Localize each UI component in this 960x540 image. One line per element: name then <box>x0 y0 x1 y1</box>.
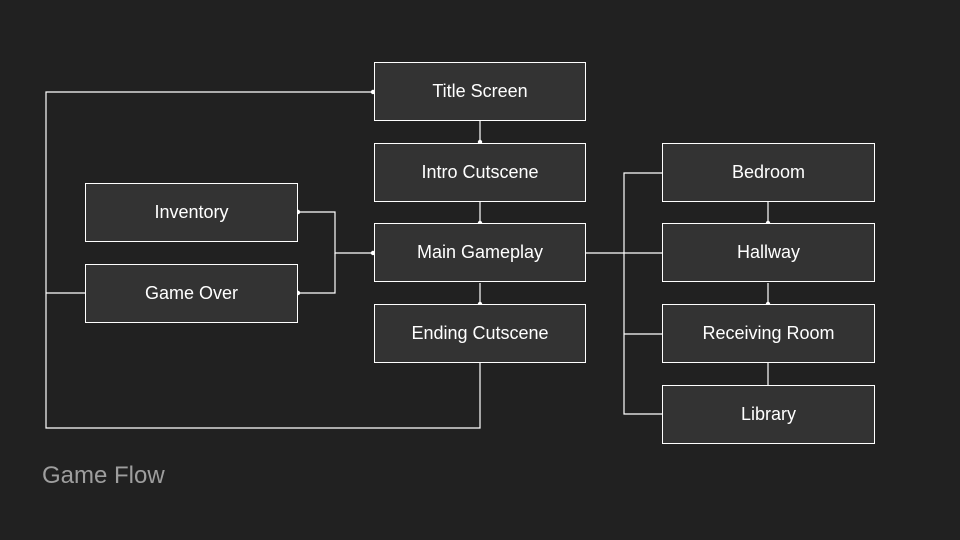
node-ending-cutscene[interactable]: Ending Cutscene <box>374 304 586 363</box>
node-label: Ending Cutscene <box>411 323 549 343</box>
node-hallway[interactable]: Hallway <box>662 223 875 282</box>
node-main-gameplay[interactable]: Main Gameplay <box>374 223 586 282</box>
node-label: Bedroom <box>731 162 806 182</box>
edge-rooms-bus <box>623 172 662 415</box>
edge-main-to-inventory <box>298 211 373 254</box>
node-bedroom[interactable]: Bedroom <box>662 143 875 202</box>
node-library[interactable]: Library <box>662 385 875 444</box>
node-label: Receiving Room <box>702 323 835 343</box>
node-inventory[interactable]: Inventory <box>85 183 298 242</box>
node-game-over[interactable]: Game Over <box>85 264 298 323</box>
node-label: Library <box>740 404 797 424</box>
node-label: Inventory <box>154 202 229 222</box>
node-label: Game Over <box>144 283 239 303</box>
diagram-title: Game Flow <box>42 462 165 489</box>
node-label: Hallway <box>736 242 801 262</box>
node-receiving-room[interactable]: Receiving Room <box>662 304 875 363</box>
edge-ending-to-title <box>45 91 481 429</box>
node-intro-cutscene[interactable]: Intro Cutscene <box>374 143 586 202</box>
node-label: Main Gameplay <box>416 242 544 262</box>
node-title-screen[interactable]: Title Screen <box>374 62 586 121</box>
node-label: Intro Cutscene <box>421 162 539 182</box>
edge-main-to-gameover <box>298 253 336 294</box>
node-label: Title Screen <box>432 81 528 101</box>
